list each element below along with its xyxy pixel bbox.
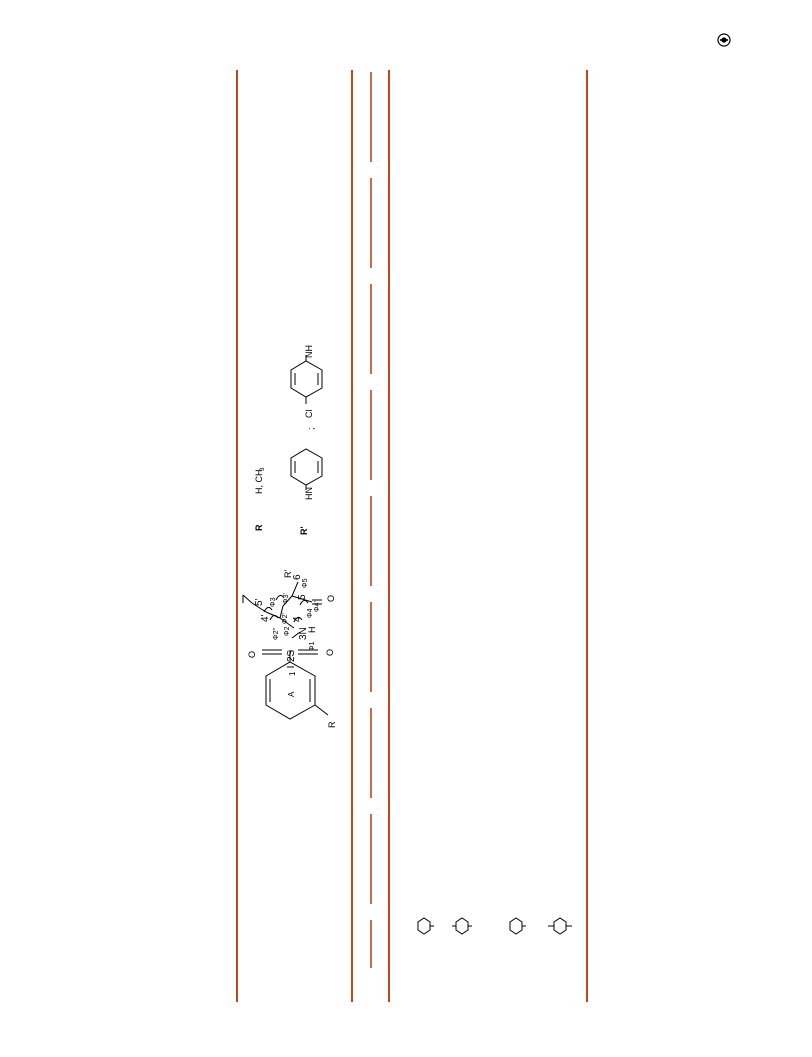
- ring-a-bonds: [265, 661, 316, 720]
- atom-c5: 5: [297, 594, 308, 600]
- torsion-phi2pp: Φ2'': [273, 628, 280, 640]
- torsion-phi4p: Φ4': [314, 601, 321, 612]
- thumbnail-3: [509, 917, 526, 935]
- substituent-legend: R H, CH 3 R' HN ; Cl NH: [254, 345, 323, 535]
- torsion-phi3: Φ3: [270, 597, 277, 607]
- phenyl-ring: [290, 448, 323, 486]
- atom-c4: 4: [292, 616, 303, 622]
- substituent-r-prime-structure: R': [283, 570, 293, 578]
- torsion-phi1: Φ1: [309, 641, 316, 651]
- ring-label: A: [287, 691, 296, 697]
- thumbnail-4: [548, 917, 572, 935]
- chloro-atom-label: Cl: [304, 410, 314, 419]
- atom-o-ester: O: [326, 595, 336, 602]
- torsion-phi2p: Φ2': [282, 613, 289, 624]
- atom-s2: 2S: [286, 649, 297, 662]
- legend-r-values-subscript: 3: [260, 467, 266, 471]
- bond-ring-r: [314, 704, 329, 716]
- torsion-phi5: Φ5: [302, 578, 309, 588]
- legend-r-label: R: [254, 524, 264, 531]
- chlorophenyl-ring: [290, 360, 323, 398]
- phenyl-amino-label: HN: [304, 487, 314, 500]
- crossref-logo-icon: [717, 33, 731, 47]
- thumbnail-structures: [417, 917, 572, 935]
- atom-o-top: O: [247, 651, 257, 658]
- atom-c5p: 5': [254, 598, 265, 606]
- table-rules: [236, 70, 588, 1002]
- general-structure: [242, 581, 329, 720]
- substituent-r: R: [327, 721, 337, 728]
- legend-r-prime-label: R': [299, 526, 309, 535]
- atom-h3: H: [307, 627, 317, 634]
- legend-separator: ;: [306, 427, 316, 430]
- chloro-amino-label: NH: [304, 345, 314, 358]
- torsion-phi2: Φ2: [284, 626, 291, 636]
- thumbnail-2: [452, 917, 472, 935]
- atom-c4p: 4': [260, 614, 271, 622]
- atom-n3: 3N: [298, 627, 309, 640]
- torsion-phi3p: Φ3': [283, 593, 290, 604]
- atom-c1: 1: [288, 671, 297, 676]
- atom-o-bottom: O: [325, 649, 335, 656]
- torsion-phi4: Φ4: [307, 608, 314, 618]
- atom-c6: 6: [292, 574, 303, 580]
- legend-r-values: H, CH: [254, 470, 264, 495]
- thumbnail-1: [417, 917, 434, 935]
